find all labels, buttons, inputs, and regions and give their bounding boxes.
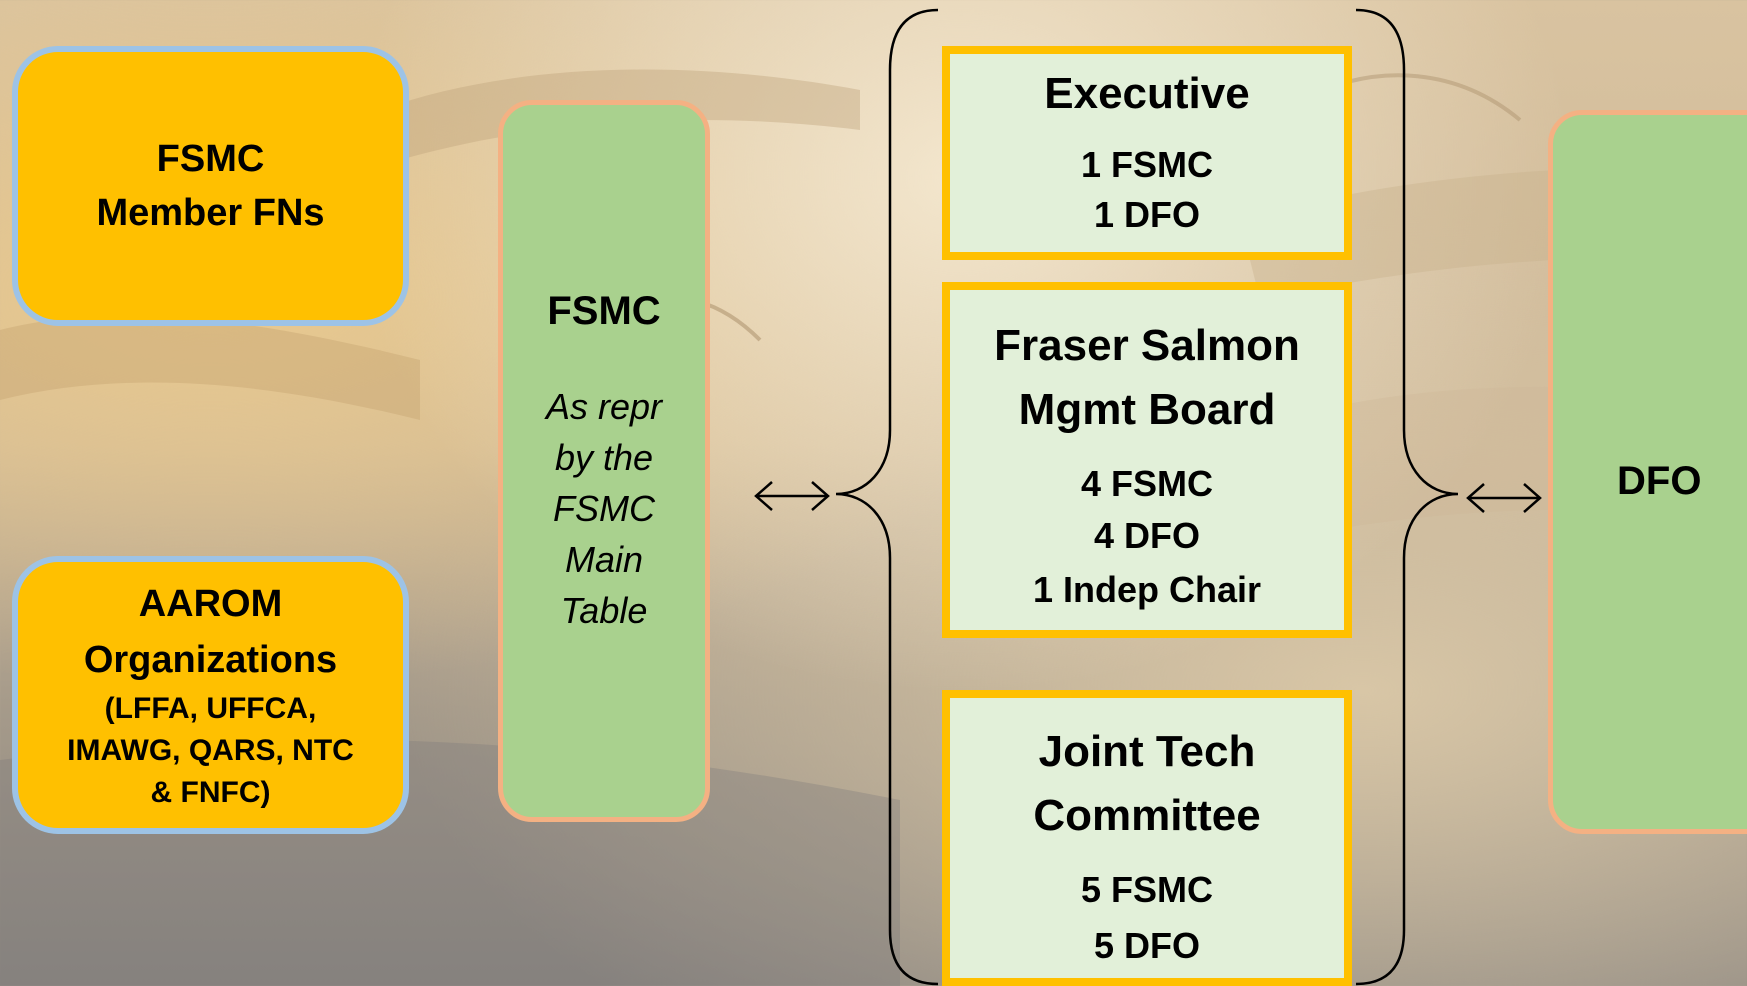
dfo-column-title: DFO — [1617, 459, 1702, 503]
fsmc-column-note-3: FSMC — [553, 488, 655, 529]
fsmc-column: FSMC As repr by the FSMC Main Table — [498, 100, 710, 822]
aarom-line5: & FNFC) — [150, 776, 271, 809]
executive-member-1: 1 FSMC — [1080, 144, 1213, 185]
aarom-line4: IMAWG, QARS, NTC — [67, 734, 354, 767]
fsmc-column-note-4: Main — [564, 539, 644, 580]
joint-tech-title-line2: Committee — [1033, 791, 1261, 840]
aarom-line1: AAROM — [138, 583, 283, 625]
joint-tech-committee-box: Joint Tech Committee 5 FSMC 5 DFO — [942, 690, 1352, 986]
aarom-line2: Organizations — [83, 639, 338, 681]
executive-title: Executive — [1044, 69, 1250, 118]
member-fns-line2: Member FNs — [96, 192, 325, 234]
fsmc-column-note-1: As repr — [545, 386, 663, 427]
fsmc-column-note-2: by the — [554, 437, 654, 478]
fraser-salmon-board-box: Fraser Salmon Mgmt Board 4 FSMC 4 DFO 1 … — [942, 282, 1352, 638]
aarom-box: AAROM Organizations (LFFA, UFFCA, IMAWG,… — [12, 556, 409, 834]
joint-tech-member-2: 5 DFO — [1093, 925, 1200, 966]
right-brace-icon — [1355, 8, 1459, 986]
board-member-1: 4 FSMC — [1080, 463, 1213, 504]
joint-tech-member-1: 5 FSMC — [1080, 869, 1213, 910]
member-fns-box: FSMC Member FNs — [12, 46, 409, 326]
board-member-2: 4 DFO — [1093, 515, 1200, 556]
dfo-column: DFO — [1548, 110, 1747, 834]
board-title-line1: Fraser Salmon — [994, 321, 1300, 370]
aarom-line3: (LFFA, UFFCA, — [104, 692, 317, 725]
left-double-arrow-icon — [754, 481, 830, 511]
executive-box: Executive 1 FSMC 1 DFO — [942, 46, 1352, 260]
joint-tech-title-line1: Joint Tech — [1038, 727, 1256, 776]
fsmc-column-title: FSMC — [547, 289, 661, 333]
board-member-3: 1 Indep Chair — [1032, 569, 1262, 610]
executive-member-2: 1 DFO — [1093, 194, 1200, 235]
member-fns-line1: FSMC — [156, 138, 265, 180]
right-double-arrow-icon — [1466, 483, 1542, 513]
fsmc-column-note-5: Table — [560, 590, 648, 631]
left-brace-icon — [835, 8, 939, 986]
board-title-line2: Mgmt Board — [1018, 385, 1276, 434]
